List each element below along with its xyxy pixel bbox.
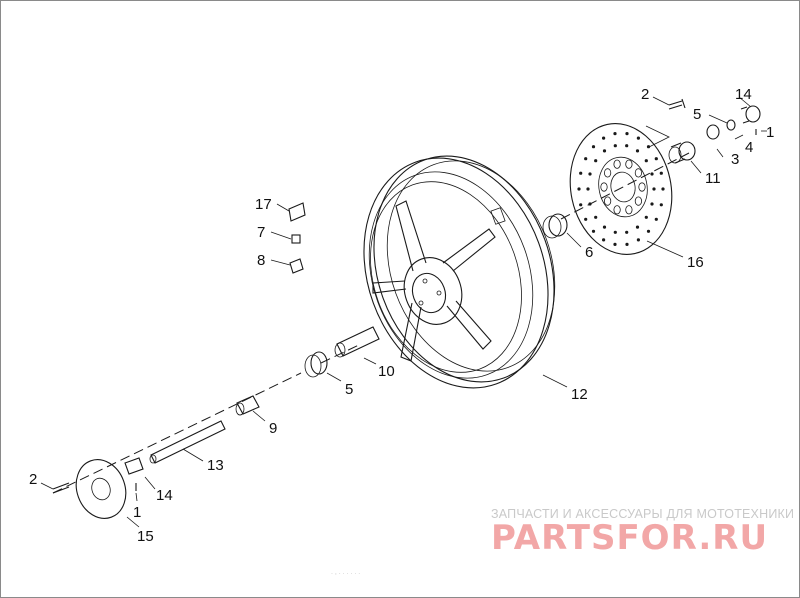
rotor-button: [613, 159, 621, 169]
callout-5-bottom: 5: [345, 381, 353, 398]
rotor-vent-hole: [584, 217, 588, 221]
rotor-button: [625, 159, 633, 169]
callout-1-bottom: 1: [133, 504, 141, 521]
callout-7: 7: [257, 224, 265, 241]
rotor-vent-hole: [625, 242, 629, 246]
rotor-vent-hole: [586, 187, 590, 191]
rotor-vent-hole: [602, 225, 607, 229]
callout-12: 12: [571, 386, 588, 403]
callout-15: 15: [137, 528, 154, 545]
callout-14-top: 14: [735, 86, 752, 103]
rotor-vent-hole: [613, 144, 617, 148]
rotor-vent-hole: [613, 132, 617, 136]
callout-4: 4: [745, 139, 753, 156]
rotor-button: [625, 205, 633, 215]
rotor-button: [613, 205, 621, 215]
cast-wheel: [363, 155, 556, 389]
rotor-button: [634, 196, 643, 206]
rotor-button: [634, 168, 643, 178]
rotor-vent-hole: [613, 230, 617, 234]
rotor-vent-hole: [636, 238, 641, 242]
rotor-button: [638, 182, 646, 192]
callout-6: 6: [585, 244, 593, 261]
callout-14-bottom: 14: [156, 487, 173, 504]
rotor-vent-hole: [588, 202, 592, 206]
rotor-vent-hole: [579, 171, 583, 175]
rotor-button: [603, 168, 612, 178]
rotor-vent-hole: [650, 172, 654, 176]
rotor-vent-hole: [625, 230, 629, 234]
watermark-brand: PARTSFOR.RU: [491, 518, 768, 558]
callout-10: 10: [378, 363, 395, 380]
rotor-vent-hole: [579, 203, 583, 207]
rotor-vent-hole: [577, 187, 581, 191]
rotor-vent-hole: [602, 149, 607, 153]
rotor-button: [603, 196, 612, 206]
brake-rotor: [569, 123, 673, 255]
callout-2-top: 2: [641, 86, 649, 103]
callout-11: 11: [705, 170, 721, 187]
rotor-vent-hole: [635, 225, 640, 229]
rotor-vent-hole: [644, 159, 648, 163]
rotor-button: [600, 182, 608, 192]
rotor-vent-hole: [646, 229, 651, 233]
callout-9: 9: [269, 420, 277, 437]
rotor-vent-hole: [644, 215, 648, 219]
leader-lines: [40, 96, 767, 528]
callout-labels: 2 14 5 1 4 3 11 6 16 17 7 8 10 5 12 9 13…: [29, 86, 774, 545]
callout-5-top: 5: [693, 106, 701, 123]
rotor-vent-hole: [602, 238, 606, 242]
rotor-vent-hole: [594, 159, 598, 163]
rotor-vent-hole: [654, 157, 658, 161]
footer-text: . , . . . . . .: [331, 569, 360, 576]
callout-3: 3: [731, 151, 739, 168]
callout-16: 16: [687, 254, 704, 271]
rotor-vent-hole: [591, 229, 596, 233]
rotor-vent-hole: [636, 136, 641, 140]
rotor-vent-hole: [635, 149, 640, 153]
callout-2-bottom: 2: [29, 471, 37, 488]
callout-8: 8: [257, 252, 265, 269]
callout-17: 17: [255, 196, 272, 213]
rotor-vent-hole: [602, 136, 606, 140]
axle-centerline: [52, 125, 690, 494]
callout-1-top: 1: [766, 124, 774, 141]
rotor-vent-hole: [652, 187, 656, 191]
rotor-vent-hole: [659, 171, 663, 175]
rotor-vent-hole: [613, 242, 617, 246]
rotor-vent-hole: [584, 157, 588, 161]
rotor-vent-hole: [659, 203, 663, 207]
rotor-vent-hole: [594, 215, 598, 219]
watermark: ЗАПЧАСТИ И АКСЕССУАРЫ ДЛЯ МОТОТЕХНИКИ PA…: [491, 507, 794, 558]
rotor-vent-hole: [646, 145, 651, 149]
rotor-vent-hole: [650, 202, 654, 206]
rotor-vent-hole: [591, 145, 596, 149]
rotor-vent-hole: [588, 172, 592, 176]
rotor-vent-hole: [625, 144, 629, 148]
watermark-tagline: ЗАПЧАСТИ И АКСЕССУАРЫ ДЛЯ МОТОТЕХНИКИ: [491, 507, 794, 521]
hardware-parts: [52, 98, 761, 519]
callout-13: 13: [207, 457, 224, 474]
rotor-vent-hole: [654, 217, 658, 221]
rotor-vent-hole: [661, 187, 665, 191]
rotor-vent-hole: [625, 132, 629, 136]
